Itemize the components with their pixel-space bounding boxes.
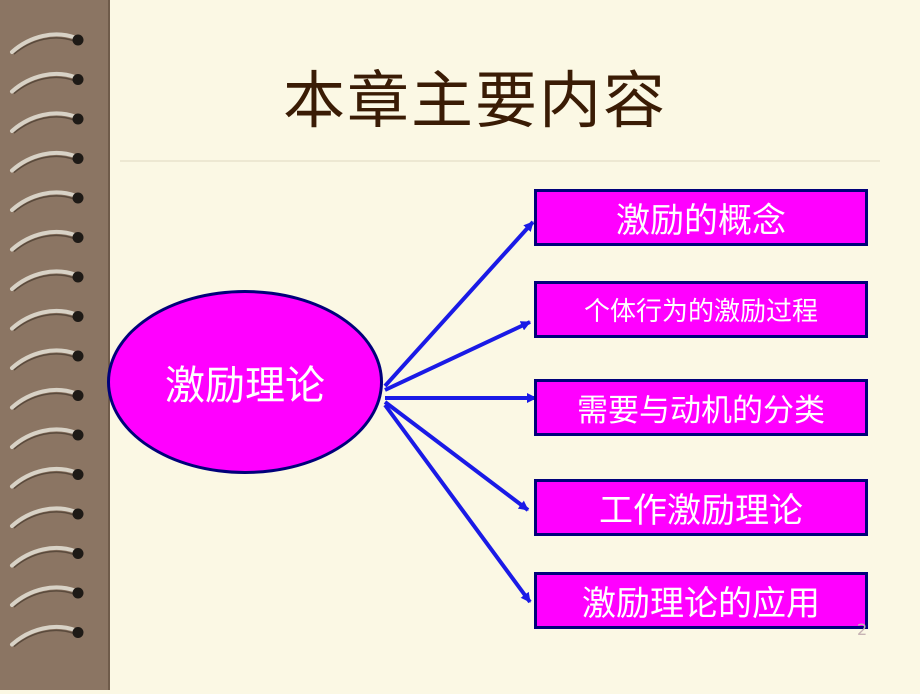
spiral-ring: [10, 546, 84, 569]
arrow-to-node-2: [384, 320, 531, 392]
hub-ellipse-incentive-theory: 激励理论: [107, 290, 383, 474]
node-needs-and-motives-classification: 需要与动机的分类: [534, 379, 868, 436]
page-number: 2: [857, 620, 868, 639]
node-individual-behavior-incentive-process: 个体行为的激励过程: [534, 281, 868, 338]
spiral-ring: [10, 111, 84, 134]
spiral-ring: [10, 190, 84, 213]
paper-edge: [108, 0, 110, 690]
spiral-ring: [10, 348, 84, 371]
spiral-ring: [10, 388, 84, 411]
spiral-ring: [10, 151, 84, 174]
node-incentive-theory-application: 激励理论的应用: [534, 572, 868, 629]
spiral-ring: [10, 585, 84, 608]
spiral-ring: [10, 269, 84, 292]
spiral-ring: [10, 625, 84, 648]
spiral-ring: [10, 230, 84, 253]
spiral-rings: [10, 32, 84, 648]
notebook-binding: [0, 0, 108, 690]
arrow-to-node-4: [383, 400, 530, 512]
arrow-to-node-5: [383, 403, 532, 604]
spiral-ring: [10, 467, 84, 490]
node-work-incentive-theory: 工作激励理论: [534, 479, 868, 536]
spiral-ring: [10, 72, 84, 95]
spiral-ring: [10, 32, 84, 55]
spiral-ring: [10, 309, 84, 332]
spiral-ring: [10, 427, 84, 450]
title-divider: [120, 160, 880, 162]
arrow-to-node-1: [383, 220, 535, 388]
node-incentive-concept: 激励的概念: [534, 189, 868, 246]
spiral-ring: [10, 506, 84, 529]
slide-title: 本章主要内容: [282, 64, 667, 137]
